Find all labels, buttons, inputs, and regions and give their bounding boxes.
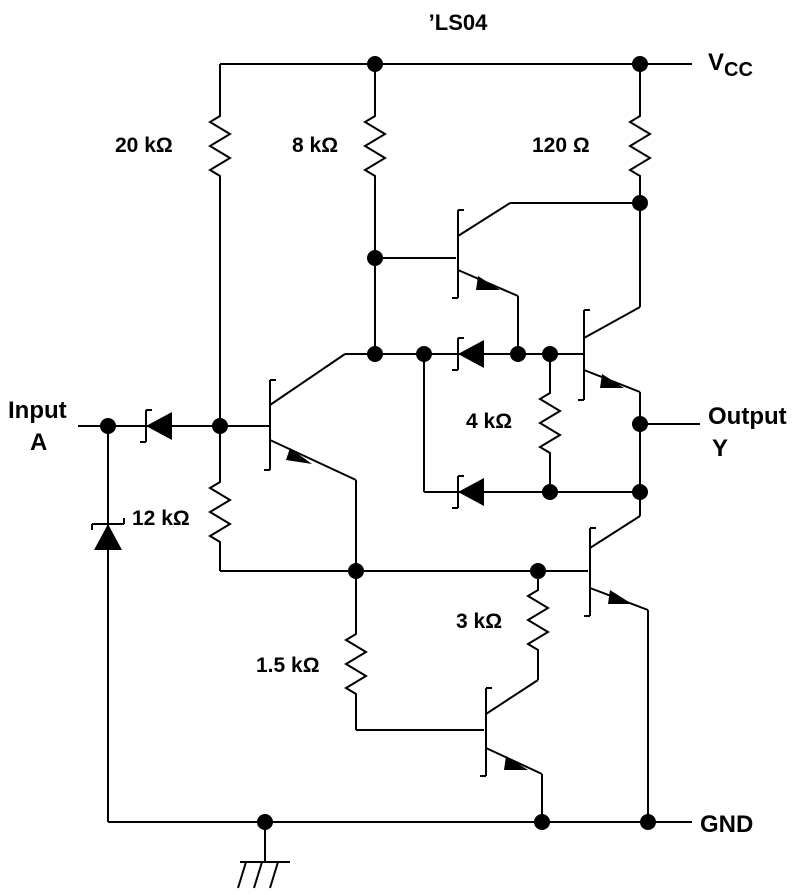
- resistor-1-5k-label: 1.5 kΩ: [256, 654, 320, 677]
- resistor-4k: [539, 384, 561, 462]
- resistor-8k: [364, 107, 386, 185]
- resistor-8k-label: 8 kΩ: [292, 134, 338, 157]
- vcc-label: V: [708, 49, 724, 76]
- transistor-q3-output-high: [578, 309, 641, 401]
- resistor-20k-label: 20 kΩ: [115, 134, 173, 157]
- vcc-subscript: CC: [724, 59, 753, 81]
- input-clamp-diode: [140, 409, 172, 443]
- speedup-diode-lower: [452, 475, 484, 509]
- resistor-1-5k: [345, 625, 367, 703]
- output-label: Output: [708, 403, 787, 430]
- transistor-q4-output-low: [584, 527, 649, 617]
- resistor-20k: [209, 107, 231, 185]
- vcc-rail: [219, 63, 692, 108]
- resistor-12k: [209, 473, 231, 551]
- speedup-diode-upper: [452, 337, 484, 371]
- resistor-12k-label: 12 kΩ: [132, 507, 190, 530]
- input-ground-diode: [91, 518, 125, 550]
- transistor-q5-bottom: [480, 687, 543, 777]
- resistor-4k-label: 4 kΩ: [466, 410, 512, 433]
- chip-title: ’LS04: [429, 10, 488, 35]
- transistor-q2-top: [452, 209, 519, 299]
- resistor-120-label: 120 Ω: [532, 134, 590, 157]
- svg-text:VCC: VCC: [708, 49, 753, 81]
- input-pin-label: A: [30, 429, 47, 456]
- gnd-label: GND: [700, 811, 753, 838]
- resistor-3k-label: 3 kΩ: [456, 610, 502, 633]
- output-pin-label: Y: [712, 435, 728, 462]
- input-label: Input: [8, 397, 67, 424]
- junction-dots: [100, 56, 656, 830]
- transistor-q1-input: [220, 379, 357, 481]
- resistor-120: [629, 107, 651, 185]
- wires: [78, 184, 700, 889]
- resistor-3k: [527, 581, 549, 659]
